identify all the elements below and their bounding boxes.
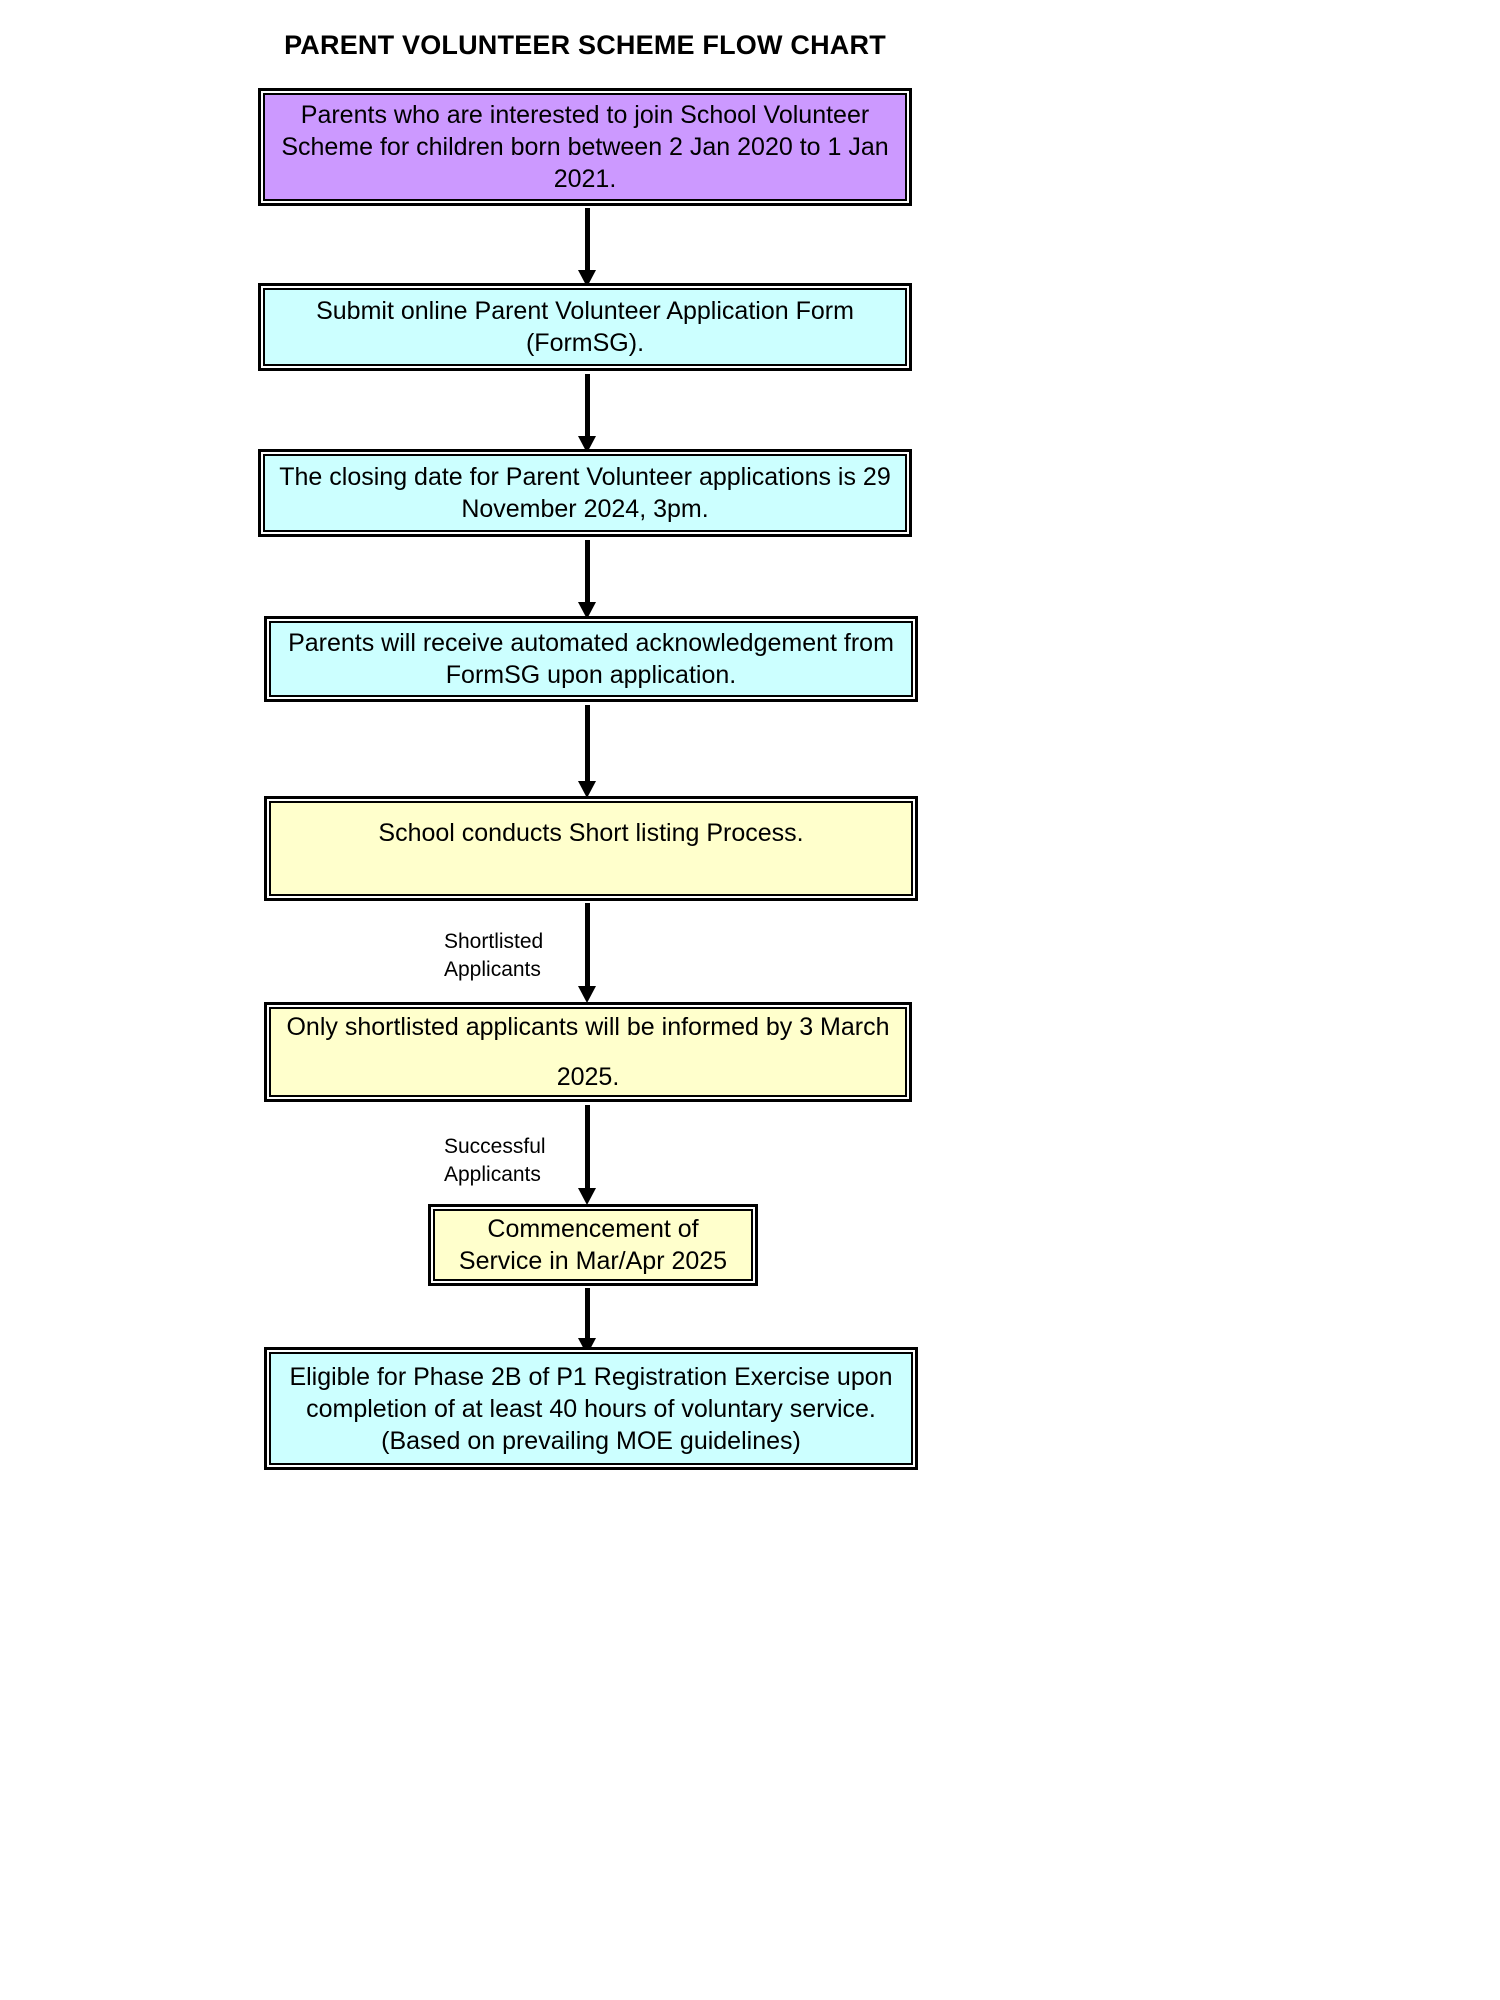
flow-node-body: Parents who are interested to join Schoo…	[263, 93, 907, 201]
flow-node-body: Commencement of Service in Mar/Apr 2025	[433, 1209, 753, 1281]
arrow-shaft	[585, 374, 590, 438]
arrow-shaft	[585, 208, 590, 272]
flow-node-closing-date: The closing date for Parent Volunteer ap…	[258, 449, 912, 537]
flow-node-commencement: Commencement of Service in Mar/Apr 2025	[428, 1204, 758, 1286]
flow-node-text: School conducts Short listing Process.	[378, 819, 804, 847]
arrow-head-icon	[578, 270, 596, 287]
flow-node-eligibility: Parents who are interested to join Schoo…	[258, 88, 912, 206]
flow-node-phase-2b-eligibility: Eligible for Phase 2B of P1 Registration…	[264, 1347, 918, 1470]
flow-node-text: Parents who are interested to join Schoo…	[281, 101, 889, 193]
arrow-shaft	[585, 1105, 590, 1190]
arrow-shaft	[585, 540, 590, 604]
flow-node-body: The closing date for Parent Volunteer ap…	[263, 454, 907, 532]
flow-node-acknowledgement: Parents will receive automated acknowled…	[264, 616, 918, 702]
arrow-head-icon	[578, 781, 596, 798]
flow-node-submit-form: Submit online Parent Volunteer Applicati…	[258, 283, 912, 371]
page-title: PARENT VOLUNTEER SCHEME FLOW CHART	[284, 30, 886, 60]
arrow-shaft	[585, 705, 590, 783]
flow-node-text: Submit online Parent Volunteer Applicati…	[316, 297, 854, 357]
flow-node-shortlisting: School conducts Short listing Process.	[264, 796, 918, 901]
arrow-head-icon	[578, 436, 596, 453]
flow-node-body: Eligible for Phase 2B of P1 Registration…	[269, 1352, 913, 1465]
arrow-head-icon	[578, 986, 596, 1003]
flow-node-text: Commencement of Service in Mar/Apr 2025	[458, 1215, 728, 1275]
arrow-shaft	[585, 903, 590, 988]
flow-node-text: The closing date for Parent Volunteer ap…	[279, 463, 891, 523]
flow-node-body: Parents will receive automated acknowled…	[269, 621, 913, 697]
flow-node-text: Only shortlisted applicants will be info…	[286, 1013, 890, 1091]
arrow-head-icon	[578, 1188, 596, 1205]
arrow-shaft	[585, 1288, 590, 1340]
flow-node-text: Parents will receive automated acknowled…	[288, 629, 894, 689]
flow-node-body: Only shortlisted applicants will be info…	[269, 1007, 907, 1097]
flow-node-body: School conducts Short listing Process.	[269, 801, 913, 896]
arrow-head-icon	[578, 602, 596, 619]
edge-label-successful-applicants: Successful Applicants	[444, 1135, 546, 1187]
flow-node-body: Submit online Parent Volunteer Applicati…	[263, 288, 907, 366]
edge-label-shortlisted-applicants: Shortlisted Applicants	[444, 930, 544, 982]
flow-node-inform-shortlisted: Only shortlisted applicants will be info…	[264, 1002, 912, 1102]
flow-node-text: Eligible for Phase 2B of P1 Registration…	[289, 1362, 893, 1455]
